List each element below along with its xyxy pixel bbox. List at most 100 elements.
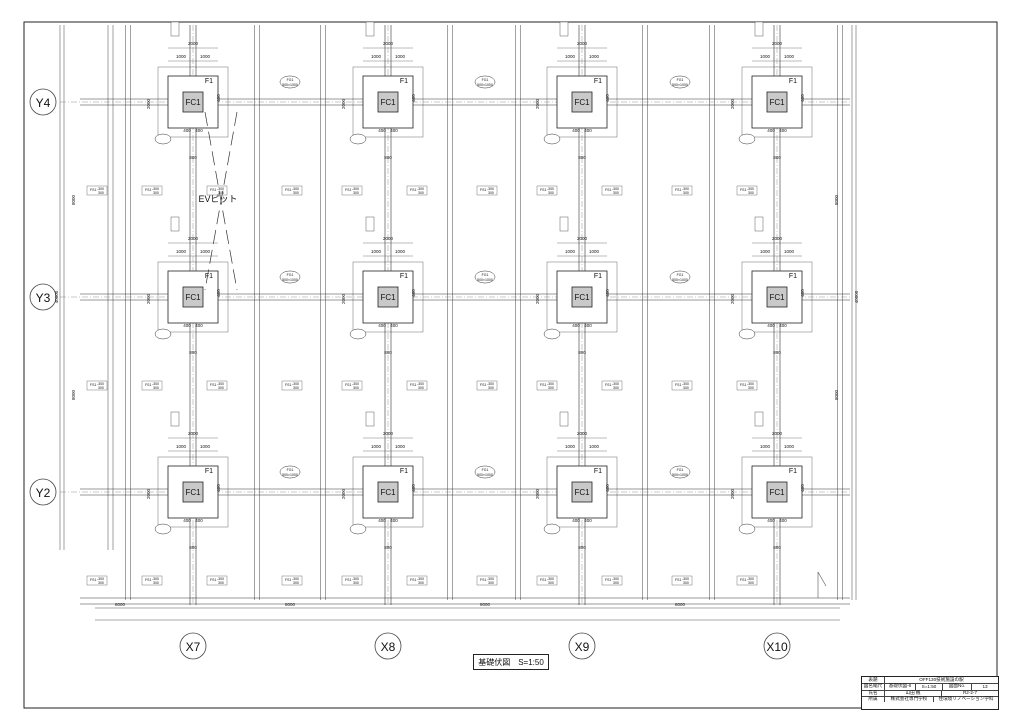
dimension-text: 1000	[371, 249, 382, 254]
footing-label: FC1	[380, 293, 396, 302]
slab-tag: FS1	[605, 578, 611, 582]
footing-label: FC1	[380, 98, 396, 107]
slab-sub: 300	[613, 581, 619, 585]
title-block-key: 所属	[862, 695, 885, 703]
axis-bubble	[374, 632, 402, 660]
slab-sub: 300	[218, 581, 224, 585]
axis-bubble	[29, 478, 57, 506]
beam-callout	[474, 465, 496, 479]
dimension-text: 800	[773, 155, 781, 160]
beam-tag-box	[559, 21, 569, 37]
callout-oval	[349, 328, 367, 340]
slab-tag-box	[141, 575, 163, 586]
dimension-text: 40000	[854, 290, 859, 303]
beam-tag-box	[754, 21, 764, 37]
slab-sub: 300	[153, 581, 159, 585]
footing-tag: F1	[789, 273, 797, 280]
slab-dims: -300	[417, 577, 424, 581]
slab-tag: FS1	[675, 188, 681, 192]
ev-pit: EVピット	[198, 111, 238, 291]
slab-sub: 300	[748, 581, 754, 585]
beam-tag-box	[365, 216, 375, 232]
slab-tag: FS1	[740, 578, 746, 582]
beam-callout	[279, 465, 301, 479]
dimension-text: 2000	[535, 293, 540, 304]
slab-sub: 300	[488, 386, 494, 390]
slab-tag-box	[406, 575, 428, 586]
footing-tag: F1	[594, 468, 602, 475]
slab-tag-box	[341, 380, 363, 391]
slab-sub: 300	[98, 386, 104, 390]
dimension-text: 1000	[784, 249, 795, 254]
column-pier	[377, 481, 399, 503]
beam-dims: 500×1000	[282, 278, 298, 282]
beam-tag-box	[365, 411, 375, 427]
beam-callout	[474, 75, 496, 89]
footing-extent	[352, 456, 424, 528]
slab-sub: 300	[613, 191, 619, 195]
slab-tag: FS1	[285, 383, 291, 387]
dimension-text: 40000	[54, 290, 59, 303]
slab-sub: 300	[418, 386, 424, 390]
beam-dims: 500×1000	[282, 473, 298, 477]
slab-sub: 300	[293, 581, 299, 585]
dimension-text: 1000	[395, 249, 406, 254]
dimension-text: 8000	[834, 194, 839, 205]
callout-oval	[543, 523, 561, 535]
axis-label-x: X10	[766, 640, 788, 654]
dimension-text: 8000	[71, 389, 76, 400]
slab-sub: 300	[683, 386, 689, 390]
beam-tag-box	[170, 216, 180, 232]
slab-dims: -300	[547, 382, 554, 386]
slab-tag: FS1	[90, 383, 96, 387]
dimension-text: 1000	[760, 54, 771, 59]
dimension-text: 800	[773, 350, 781, 355]
beam-tag: FG1	[287, 78, 294, 82]
slab-tag-box	[86, 185, 108, 196]
slab-dims: -300	[217, 187, 224, 191]
dimension-text: 1000	[565, 54, 576, 59]
column-pier	[377, 91, 399, 113]
slab-tag: FS1	[210, 578, 216, 582]
dimension-text: 2000	[772, 236, 783, 241]
dimension-text: 2000	[577, 41, 588, 46]
slab-dims: -300	[417, 382, 424, 386]
footing-extent	[157, 261, 229, 333]
ev-pit-diagonal	[204, 111, 238, 291]
title-block-value: R2-2-7	[962, 690, 978, 696]
footing-label: FC1	[380, 488, 396, 497]
axis-label-y: Y3	[36, 291, 51, 305]
beam-dims: 500×1000	[672, 83, 688, 87]
dimension-text: 1000	[200, 54, 211, 59]
footing-label: FC1	[574, 98, 590, 107]
dimension-text: 8000	[71, 194, 76, 205]
slab-tag-box	[206, 185, 228, 196]
title-block-key: 図名縮尺	[862, 683, 885, 690]
slab-tag-box	[281, 575, 303, 586]
dimension-text: 400	[411, 289, 416, 297]
slab-tag: FS1	[740, 188, 746, 192]
callout-oval	[738, 523, 756, 535]
slab-tag-box	[206, 380, 228, 391]
dimension-text: 1000	[565, 249, 576, 254]
dimension-text: 1000	[371, 54, 382, 59]
slab-sub: 300	[683, 581, 689, 585]
title-block-value: 13	[982, 683, 988, 689]
footing-extent	[546, 261, 618, 333]
slab-tag-box	[601, 575, 623, 586]
column-pier	[182, 286, 204, 308]
dimension-text: 2000	[146, 488, 151, 499]
slab-sub: 300	[98, 191, 104, 195]
slab-dims: -300	[352, 187, 359, 191]
slab-tag: FS1	[605, 383, 611, 387]
dimension-text: 800	[384, 155, 392, 160]
slab-tag: FS1	[145, 383, 151, 387]
slab-tag-box	[406, 380, 428, 391]
slab-sub: 300	[548, 191, 554, 195]
callout-oval	[154, 328, 172, 340]
slab-tag: FS1	[210, 188, 216, 192]
slab-sub: 300	[548, 581, 554, 585]
beam-callout	[279, 75, 301, 89]
dimension-text: 1000	[200, 444, 211, 449]
